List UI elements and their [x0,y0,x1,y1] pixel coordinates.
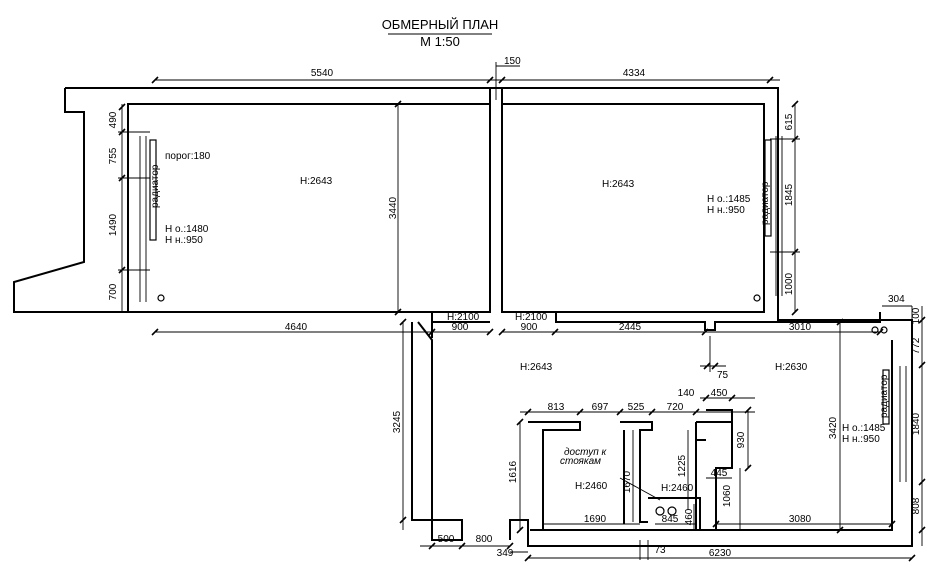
left-dimension-labels: 490 755 1490 700 [108,111,119,300]
room-labels: H:2643 H:2643 H:2643 H:2630 H:2460 H:246… [165,151,886,494]
dim-right-615: 615 [784,113,795,130]
room1-sill-bottom: H н.:950 [165,235,203,246]
room3-sill-bottom: H н.:950 [842,434,880,445]
title-line-2: М 1:50 [420,34,460,49]
dim-top-room2: 4334 [623,68,646,79]
room3-height: H:2630 [775,362,808,373]
dim-left-1490: 1490 [108,213,119,236]
radiator-label-room1: радиатор [150,164,161,208]
dim-right-772: 772 [911,337,922,354]
dim-bath-930: 930 [736,431,747,448]
dim-top-right-100: 100 [911,307,922,324]
dim-bath-1670: 1670 [622,470,633,493]
dim-room1-height: 3440 [388,196,399,219]
room1-sill-top: H о.:1480 [165,224,209,235]
dim-bath-697: 697 [592,402,609,413]
windows [139,136,907,482]
dim-bottom-73: 73 [654,545,666,556]
dim-bottom-6230: 6230 [709,548,732,559]
threshold-label: порог:180 [165,151,211,162]
dim-bath-525: 525 [628,402,645,413]
bath-height: H:2460 [575,481,608,492]
room-dimension-labels: 3440 615 1845 1000 H:2100 H:2100 4640 90… [285,113,922,514]
room1-height: H:2643 [300,176,333,187]
radiator-label-room3: радиатор [879,374,890,418]
wc-height: H:2460 [661,483,694,494]
dim-bottom-500: 500 [438,534,455,545]
dim-bottom-800: 800 [476,534,493,545]
dim-room3-height: 3420 [828,416,839,439]
dim-bath-1616: 1616 [508,460,519,483]
dim-bath-3080: 3080 [789,514,812,525]
dim-bath-450: 450 [711,388,728,399]
door-height-2: H:2100 [515,312,548,323]
dim-left-490: 490 [108,111,119,128]
dim-mid-900-right: 900 [521,322,538,333]
dim-bath-813: 813 [548,402,565,413]
dim-right-1845: 1845 [784,183,795,206]
dim-right-1000: 1000 [784,272,795,295]
radiator-room3 [882,369,890,425]
dim-mid-2445: 2445 [619,322,642,333]
top-dimension-labels: 5540 150 4334 [311,56,646,79]
dim-left-755: 755 [108,147,119,164]
dimension-lines [118,62,926,562]
walls [13,87,913,547]
door-height-1: H:2100 [447,312,480,323]
dim-right-1840: 1840 [911,412,922,435]
radiator-label-room2: радиатор [760,181,771,225]
title-line-1: ОБМЕРНЫЙ ПЛАН [382,17,499,32]
drawing-title: ОБМЕРНЫЙ ПЛАН М 1:50 [382,17,499,49]
room2-sill-bottom: H н.:950 [707,205,745,216]
dim-bath-845: 845 [662,514,679,525]
dim-bath-1225: 1225 [677,454,688,477]
dim-right-808: 808 [911,497,922,514]
bottom-dimension-labels: 500 800 349 73 6230 [438,534,732,559]
access-note-line-2: стоякам [560,456,601,467]
dim-top-wall: 150 [504,56,521,67]
dim-bath-1060: 1060 [722,484,733,507]
dim-mid-3010: 3010 [789,322,812,333]
dim-top-room1: 5540 [311,68,334,79]
dim-left-700: 700 [108,283,119,300]
radiators: радиатор радиатор радиатор [149,139,890,516]
room2-sill-top: H о.:1485 [707,194,751,205]
dim-mid-900-left: 900 [452,322,469,333]
dim-bath-1690: 1690 [584,514,607,525]
radiator-room2 [764,139,772,237]
dim-mid-4640: 4640 [285,322,308,333]
room3-sill-top: H о.:1485 [842,423,886,434]
dim-bath-445: 445 [711,468,728,479]
dim-bath-140: 140 [678,388,695,399]
radiator-room1 [149,139,157,241]
room2-height: H:2643 [602,179,635,190]
dim-bath-460: 460 [684,508,695,525]
access-note-line-1: доступ к [564,447,607,458]
dim-corridor: 3245 [392,410,403,433]
bathroom-dimension-labels: 813 697 525 720 140 450 1616 1670 1225 9… [508,388,812,525]
dim-bath-720: 720 [667,402,684,413]
hall-height: H:2643 [520,362,553,373]
dim-partition-75: 75 [717,370,729,381]
dim-bottom-349: 349 [497,548,514,559]
dim-top-right-304: 304 [888,294,905,305]
